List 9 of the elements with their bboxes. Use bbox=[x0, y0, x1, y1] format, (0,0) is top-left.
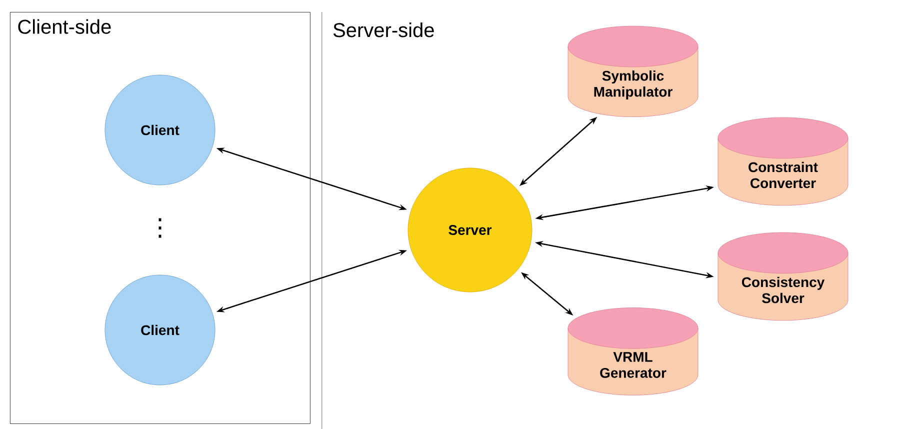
server-sphere: Server bbox=[408, 168, 532, 292]
database-cylinder: Consistency Solver bbox=[718, 232, 848, 321]
client-sphere: Client bbox=[104, 74, 216, 186]
heading: Server-side bbox=[333, 22, 434, 38]
database-cylinder: Constraint Converter bbox=[718, 117, 848, 206]
client-sphere: Client bbox=[104, 274, 216, 386]
database-cylinder: Symbolic Manipulator bbox=[568, 26, 698, 118]
database-cylinder: VRML Generator bbox=[568, 308, 698, 396]
ellipsis: ⋮ bbox=[158, 218, 162, 238]
